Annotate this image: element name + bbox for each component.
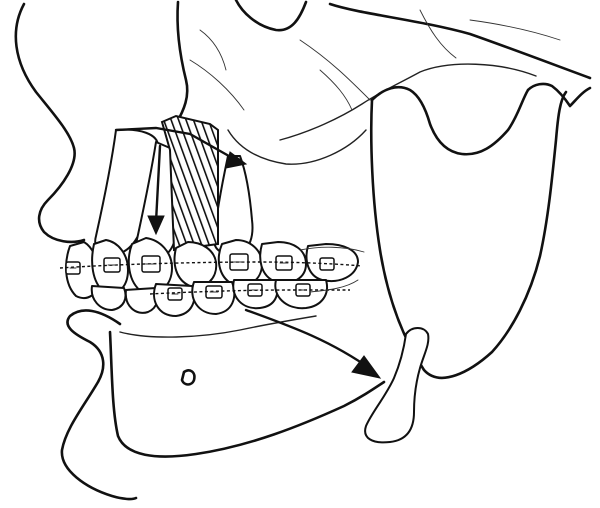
skull-texture-lines	[190, 10, 560, 110]
zygomatic-arch	[330, 4, 590, 78]
mandible-upper-edge	[120, 316, 316, 337]
zygomatic-lower	[280, 64, 536, 140]
mandible-ramus	[371, 92, 566, 378]
impacted-tooth	[365, 328, 428, 442]
coronoid-process	[372, 87, 528, 154]
lower-lip-chin-profile	[62, 310, 136, 499]
orbit-rim	[236, 0, 306, 30]
nasal-bone	[176, 2, 187, 124]
mental-foramen	[182, 370, 194, 384]
soft-tissue-profile	[16, 4, 84, 242]
movement-arrow-lower	[246, 310, 372, 370]
condyle	[528, 84, 590, 106]
premolar-root	[214, 156, 252, 254]
